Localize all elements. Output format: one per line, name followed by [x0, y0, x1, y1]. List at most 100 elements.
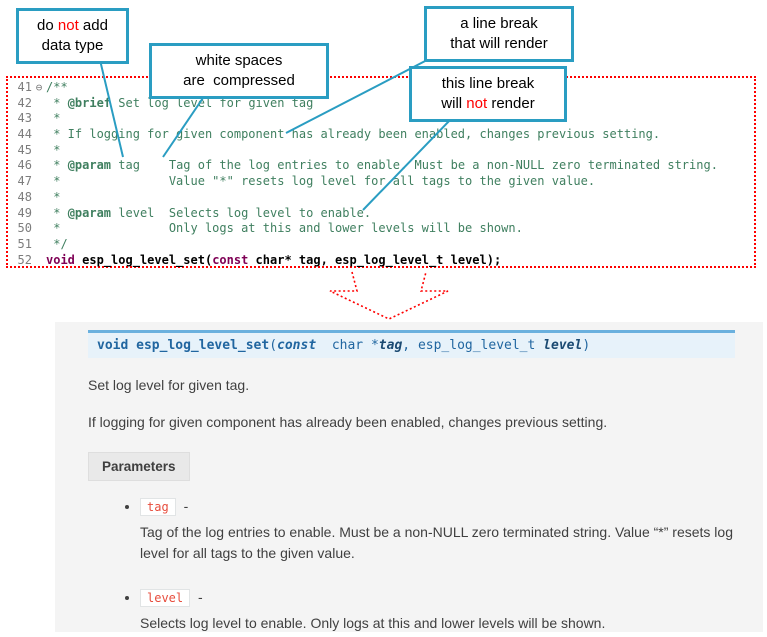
callout-line: a line break	[460, 15, 538, 32]
signature-segment: void	[97, 338, 129, 353]
line-number: 49	[17, 205, 32, 220]
code-segment: const	[212, 252, 249, 267]
signature-segment: esp_log_level_t	[417, 338, 544, 353]
code-segment: * If logging for given component has alr…	[46, 127, 661, 142]
code-text: *	[46, 190, 60, 204]
callout-text-red: not	[466, 94, 488, 112]
doc-description: If logging for given component has alrea…	[88, 414, 608, 431]
code-line: 51 */	[10, 237, 754, 253]
signature-segment: tag	[378, 338, 403, 353]
param-dash: -	[179, 497, 189, 514]
line-number: 46	[17, 158, 32, 173]
param-description: Selects log level to enable. Only logs a…	[140, 614, 606, 631]
code-segment: */	[46, 236, 68, 251]
signature-segment: level	[543, 338, 583, 353]
code-line: 41⊖/**	[10, 80, 754, 96]
fold-marker-icon[interactable]: ⊖	[35, 81, 43, 94]
callout-line-break-renders: a line break that will render	[424, 6, 574, 62]
code-text: */	[46, 236, 68, 251]
signature-segment: const	[277, 338, 317, 353]
signature-segment	[128, 338, 136, 353]
code-line: 48 *	[10, 190, 754, 206]
line-number: 45	[17, 142, 32, 157]
callout-line: white spaces	[195, 52, 283, 69]
code-segment: esp_log_level_set	[82, 252, 205, 267]
parameter-item: tag - Tag of the log entries to enable. M…	[140, 497, 735, 565]
callout-whitespace-compressed: white spaces are compressed	[149, 43, 329, 99]
code-text: * @param level Selects log level to enab…	[46, 206, 371, 220]
code-line: 45 *	[10, 143, 754, 159]
code-segment: @param	[67, 205, 112, 220]
param-name-chip: tag	[140, 497, 176, 516]
code-segment: *	[46, 95, 68, 110]
callout-no-datatype: do not add data type	[16, 8, 129, 64]
code-segment: *	[46, 142, 61, 157]
function-signature: void esp_log_level_set(const char *tag, …	[88, 330, 735, 358]
code-segment: * Only logs at this and lower levels wil…	[46, 221, 523, 236]
code-segment: * Value "*" resets log level for all tag…	[46, 174, 596, 189]
parameters-header: Parameters	[88, 451, 190, 481]
line-number: 42	[17, 95, 32, 110]
callout-text-red: not	[57, 17, 79, 34]
code-text: *	[46, 143, 60, 157]
code-segment: char* tag, esp_log_level_t level);	[248, 252, 502, 267]
doc-brief: Set log level for given tag.	[88, 377, 250, 393]
param-name-chip: level	[140, 588, 191, 607]
code-segment: void	[46, 252, 75, 267]
code-segment: *	[46, 111, 61, 126]
source-code-editor: 41⊖/**42 * @brief Set log level for give…	[6, 76, 756, 268]
param-dash: -	[194, 588, 203, 605]
render-down-arrow	[329, 271, 449, 320]
callout-line-break-not-render: this line break will not render	[409, 66, 567, 122]
code-text: * Value "*" resets log level for all tag…	[46, 174, 595, 188]
code-segment: *	[46, 189, 61, 204]
signature-segment: ,	[402, 338, 418, 353]
code-segment: @brief	[67, 95, 112, 110]
code-segment: tag Tag of the log entries to enable. Mu…	[111, 158, 718, 173]
code-segment: /**	[46, 80, 68, 94]
code-line: 42 * @brief Set log level for given tag	[10, 96, 754, 112]
signature-segment: (	[269, 338, 278, 353]
signature-segment: char *	[316, 338, 379, 353]
callout-text: render	[487, 94, 535, 112]
code-line: 44 * If logging for given component has …	[10, 127, 754, 143]
signature-segment: )	[582, 338, 591, 353]
callout-line: this line break	[441, 75, 535, 92]
line-number: 50	[17, 221, 32, 236]
line-number: 51	[17, 236, 32, 251]
callout-line: do not add	[23, 16, 122, 36]
callout-line: that will render	[450, 34, 548, 52]
parameter-item: level - Selects log level to enable. Only…	[140, 588, 735, 635]
parameter-list: tag - Tag of the log entries to enable. M…	[88, 497, 735, 635]
rendered-doc-panel: void esp_log_level_set(const char *tag, …	[55, 322, 763, 632]
code-segment: @param	[67, 158, 112, 173]
code-text: /**	[46, 80, 68, 94]
callout-text: do	[37, 17, 58, 34]
code-lines: 41⊖/**42 * @brief Set log level for give…	[10, 80, 754, 268]
callout-text: add	[78, 17, 108, 34]
line-number: 44	[17, 127, 32, 142]
code-segment: *	[46, 205, 68, 220]
code-segment: (	[204, 252, 213, 267]
code-segment: level Selects log level to enable.	[111, 205, 372, 220]
code-line: 46 * @param tag Tag of the log entries t…	[10, 158, 754, 174]
line-number: 52	[17, 252, 32, 267]
line-number: 43	[17, 111, 32, 126]
code-text: * If logging for given component has alr…	[46, 127, 660, 141]
code-line: 43 *	[10, 111, 754, 127]
callout-line: are compressed	[183, 71, 295, 89]
line-number: 47	[17, 174, 32, 189]
param-description: Tag of the log entries to enable. Must b…	[140, 523, 733, 562]
line-number: 48	[17, 189, 32, 204]
code-text: * Only logs at this and lower levels wil…	[46, 221, 523, 235]
line-number: 41	[17, 80, 32, 94]
callout-line: data type	[41, 36, 104, 54]
code-text: *	[46, 111, 60, 125]
signature-segment: esp_log_level_set	[136, 338, 270, 353]
callout-line: will not render	[416, 94, 560, 114]
code-line: 47 * Value "*" resets log level for all …	[10, 174, 754, 190]
code-segment: *	[46, 158, 68, 173]
code-line: 49 * @param level Selects log level to e…	[10, 206, 754, 222]
code-text: void esp_log_level_set(const char* tag, …	[46, 253, 501, 267]
